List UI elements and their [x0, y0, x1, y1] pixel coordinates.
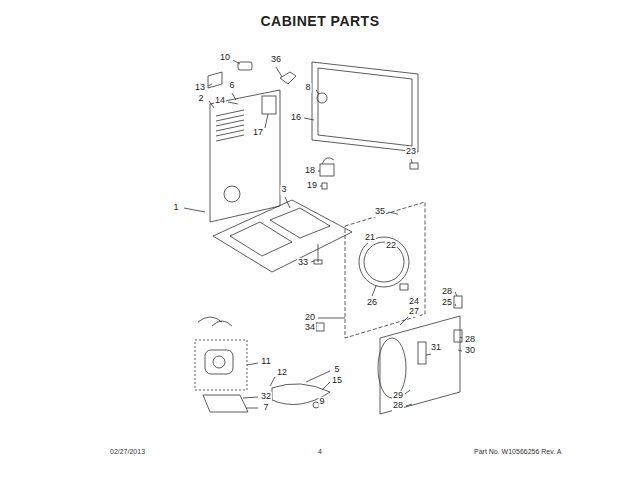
base	[213, 200, 352, 272]
callout-number: 23	[405, 147, 417, 157]
top-panel	[312, 62, 418, 152]
callout-number: 9	[318, 397, 325, 407]
callout-number: 18	[304, 166, 316, 176]
grommet	[238, 62, 252, 70]
clip	[410, 163, 418, 169]
callout-number: 36	[270, 55, 282, 65]
base-recess	[230, 222, 292, 256]
front-panel	[345, 202, 425, 338]
back-panel	[210, 90, 280, 222]
callout-number: 28	[441, 287, 453, 297]
page-title: CABINET PARTS	[260, 14, 379, 29]
callout-number: 13	[194, 83, 206, 93]
footer-text: Part No. W10566256 Rev. A	[474, 448, 561, 456]
leader-lines	[208, 60, 462, 408]
louvers	[216, 110, 244, 141]
callout-number: 28	[392, 401, 404, 411]
leveling-leg	[318, 244, 319, 262]
callout-number: 27	[408, 307, 420, 317]
vent-hole	[224, 186, 240, 202]
footer-text: 02/27/2013	[110, 448, 145, 456]
callout-number: 30	[464, 346, 476, 356]
door-opening	[359, 237, 409, 287]
callout-number: 2	[197, 94, 204, 104]
switch-wire	[322, 158, 334, 164]
callout-number: 24	[408, 297, 420, 307]
latch	[400, 284, 408, 290]
callout-number: 22	[385, 241, 397, 251]
motor-fan	[213, 356, 225, 368]
callout-number: 1	[172, 203, 179, 213]
door	[380, 316, 460, 414]
knob	[317, 93, 327, 103]
motor-group	[195, 340, 247, 390]
hinge	[454, 296, 462, 308]
footer-text: 4	[318, 448, 322, 456]
callout-number: 3	[280, 185, 287, 195]
door-handle	[418, 342, 426, 364]
callout-number: 33	[297, 258, 309, 268]
callout-number: 20	[304, 313, 316, 323]
cover-plate	[208, 72, 222, 88]
motor-clips	[198, 317, 232, 326]
callout-number: 11	[260, 357, 271, 367]
callout-number: 29	[392, 391, 404, 401]
leg-foot	[314, 260, 322, 264]
callout-number: 8	[304, 83, 311, 93]
callout-number: 16	[290, 113, 302, 123]
callout-number: 5	[333, 365, 340, 375]
callout-number: 31	[430, 343, 442, 353]
callout-number: 15	[331, 376, 343, 386]
callout-number: 17	[252, 128, 264, 138]
callout-number: 25	[441, 298, 453, 308]
callout-number: 6	[228, 81, 235, 91]
door-liner	[378, 338, 406, 398]
terminal-plate	[262, 96, 276, 114]
motor	[205, 350, 233, 374]
motor-mount	[203, 395, 248, 412]
leader	[184, 208, 205, 212]
top-panel-edge	[318, 68, 412, 146]
callout-number: 10	[219, 53, 231, 63]
callout-number: 26	[366, 298, 378, 308]
callout-number: 32	[260, 392, 272, 402]
callout-number: 21	[364, 233, 376, 243]
bracket	[280, 72, 296, 84]
callout-number: 7	[262, 403, 269, 413]
callout-number: 14	[214, 96, 226, 106]
door-switch	[320, 164, 334, 176]
callout-number: 35	[374, 207, 386, 217]
base-recess	[270, 208, 330, 238]
callout-number: 34	[304, 323, 316, 333]
opening-seal	[364, 242, 404, 282]
strike	[316, 323, 324, 331]
callout-number: 12	[276, 368, 288, 378]
callout-number: 28	[464, 335, 476, 345]
callout-number: 19	[306, 181, 318, 191]
hinge	[454, 330, 462, 342]
screw	[322, 183, 327, 189]
